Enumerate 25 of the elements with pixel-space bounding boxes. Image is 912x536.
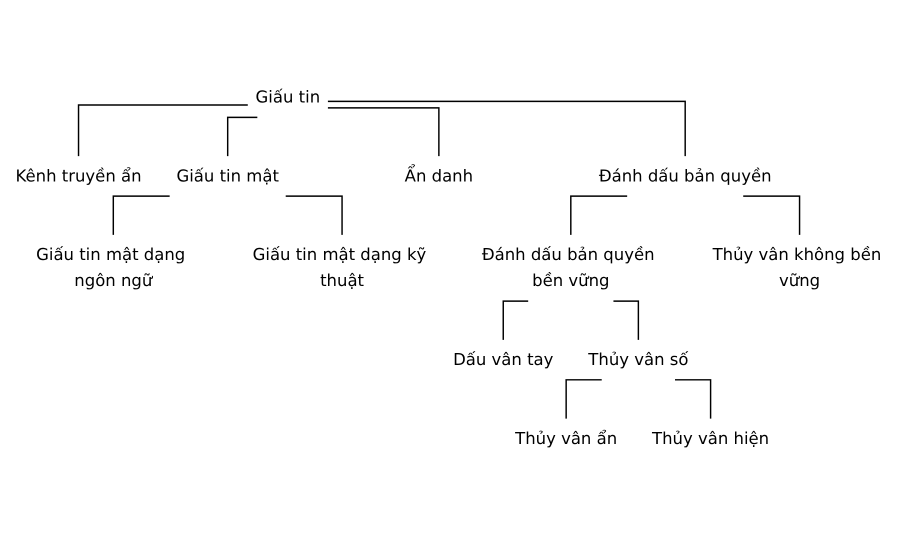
node-text: Thủy vân ẩn [515, 429, 618, 449]
node-text: Giấu tin mật [176, 166, 279, 186]
node-text: Giấu tin mật dạng kỹ thuật [252, 246, 426, 292]
node-text: Đánh dấu bản quyền [598, 166, 772, 186]
node-text: Giấu tin [256, 88, 320, 108]
connector [570, 195, 628, 235]
connector [286, 195, 343, 235]
connector [112, 195, 170, 235]
connector [78, 104, 248, 156]
node-text: Ẩn danh [404, 166, 474, 186]
connector [743, 195, 800, 235]
node-text: Đánh dấu bản quyền bền vững [482, 246, 655, 292]
connector [328, 107, 440, 156]
node-text: Thủy vân hiện [652, 429, 770, 449]
connector [613, 300, 640, 340]
connector [675, 379, 712, 419]
node-text: Thủy vân không bền vững [712, 246, 882, 292]
connector [226, 116, 258, 156]
connector [565, 379, 602, 419]
node-text: Giấu tin mật dạng ngôn ngữ [36, 246, 186, 292]
connector [502, 300, 528, 340]
node-text: Dấu vân tay [453, 350, 554, 370]
connector [328, 100, 686, 156]
node-text: Thủy vân số [588, 350, 688, 370]
node-text: Kênh truyền ẩn [16, 166, 142, 186]
